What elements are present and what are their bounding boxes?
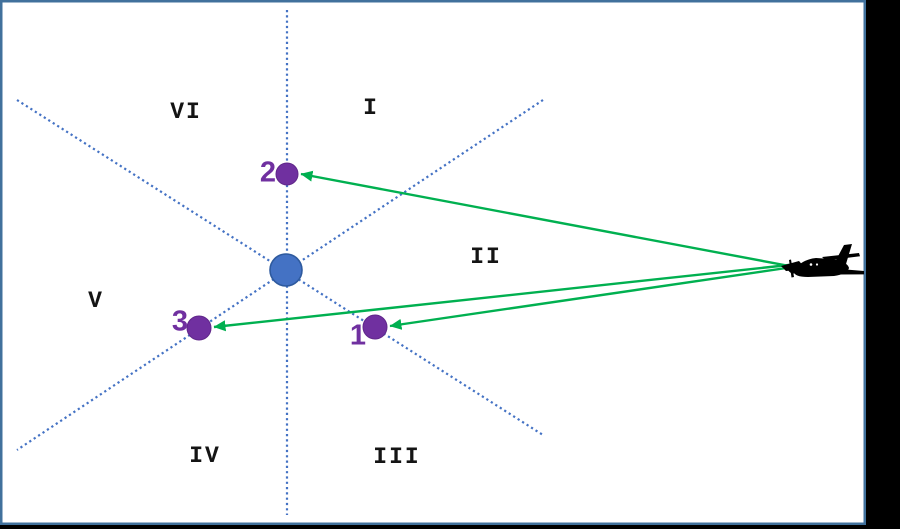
arrow-to-point-2 [300, 170, 801, 270]
entry-point-label-2: 2 [259, 156, 277, 189]
arrow-to-point-1 [389, 264, 801, 330]
sector-label-i: I [363, 95, 379, 121]
sector-line-ne-sw [16, 99, 544, 451]
entry-point-label-3: 3 [171, 305, 189, 338]
entry-dot-3-icon [186, 315, 212, 341]
sector-line-nw-se [16, 99, 544, 436]
fix-circle-icon [269, 253, 303, 287]
sector-label-iii: III [373, 444, 421, 470]
arrow-to-point-3 [213, 262, 799, 332]
sector-label-vi: VI [170, 99, 202, 125]
sector-label-v: V [88, 288, 104, 314]
entry-point-label-1: 1 [349, 319, 367, 352]
sector-label-ii: II [470, 244, 502, 270]
airplane-icon [781, 244, 864, 278]
entry-dot-2-icon [275, 162, 299, 186]
slide-frame [0, 0, 866, 525]
sector-label-iv: IV [189, 443, 221, 469]
entry-dot-1-icon [362, 314, 388, 340]
